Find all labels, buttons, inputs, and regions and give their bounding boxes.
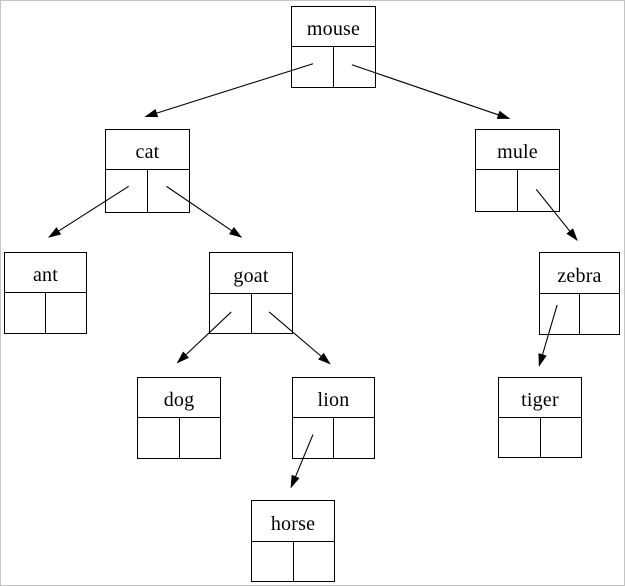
- node-label: zebra: [540, 253, 619, 294]
- node-label: lion: [293, 378, 374, 418]
- node-left-pointer-cell: [5, 293, 46, 333]
- node-label: tiger: [499, 378, 581, 418]
- node-right-pointer-cell: [180, 418, 221, 458]
- tree-node-ant: ant: [4, 252, 87, 334]
- node-right-pointer-cell: [518, 170, 559, 211]
- node-right-pointer-cell: [148, 170, 189, 212]
- node-left-pointer-cell: [292, 47, 334, 87]
- tree-node-mule: mule: [475, 129, 560, 212]
- node-right-pointer-cell: [541, 418, 582, 457]
- node-label: goat: [210, 253, 292, 294]
- node-right-pointer-cell: [334, 418, 374, 458]
- tree-node-tiger: tiger: [498, 377, 582, 458]
- node-left-pointer-cell: [540, 294, 580, 334]
- node-left-pointer-cell: [138, 418, 180, 458]
- node-left-pointer-cell: [476, 170, 518, 211]
- tree-node-mouse: mouse: [291, 6, 376, 88]
- node-right-pointer-cell: [46, 293, 86, 333]
- node-left-pointer-cell: [106, 170, 148, 212]
- node-left-pointer-cell: [499, 418, 541, 457]
- node-left-pointer-cell: [210, 294, 252, 333]
- tree-node-goat: goat: [209, 252, 293, 334]
- node-label: mule: [476, 130, 559, 170]
- node-left-pointer-cell: [293, 418, 334, 458]
- node-label: horse: [252, 501, 334, 542]
- tree-node-dog: dog: [137, 377, 221, 459]
- node-right-pointer-cell: [252, 294, 293, 333]
- node-right-pointer-cell: [334, 47, 375, 87]
- node-label: cat: [106, 130, 189, 170]
- node-left-pointer-cell: [252, 542, 294, 581]
- node-right-pointer-cell: [294, 542, 335, 581]
- tree-node-zebra: zebra: [539, 252, 620, 335]
- tree-node-cat: cat: [105, 129, 190, 213]
- node-right-pointer-cell: [580, 294, 619, 334]
- tree-node-lion: lion: [292, 377, 375, 459]
- node-label: ant: [5, 253, 86, 293]
- tree-node-horse: horse: [251, 500, 335, 582]
- node-label: dog: [138, 378, 220, 418]
- node-label: mouse: [292, 7, 375, 47]
